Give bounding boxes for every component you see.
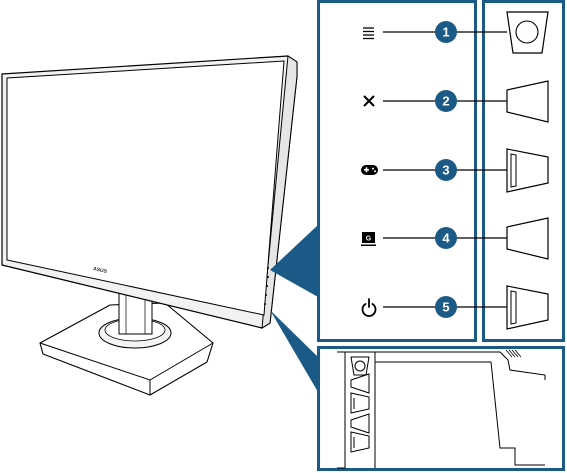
- monitor-screen: [7, 61, 284, 315]
- number-badge-3-label: 3: [442, 163, 449, 178]
- number-badge-1-label: 1: [442, 25, 449, 40]
- monitor: ASUS: [2, 56, 297, 395]
- button-1-round: [507, 12, 548, 53]
- svg-text:G: G: [366, 236, 372, 243]
- number-badge-5-label: 5: [442, 300, 449, 315]
- gamepad-icon: [361, 165, 378, 175]
- number-badge-2-label: 2: [442, 94, 449, 109]
- callout-wedge-lower: [270, 310, 318, 392]
- zoom-detail-panel: [319, 348, 564, 470]
- number-badge-4-label: 4: [442, 231, 450, 246]
